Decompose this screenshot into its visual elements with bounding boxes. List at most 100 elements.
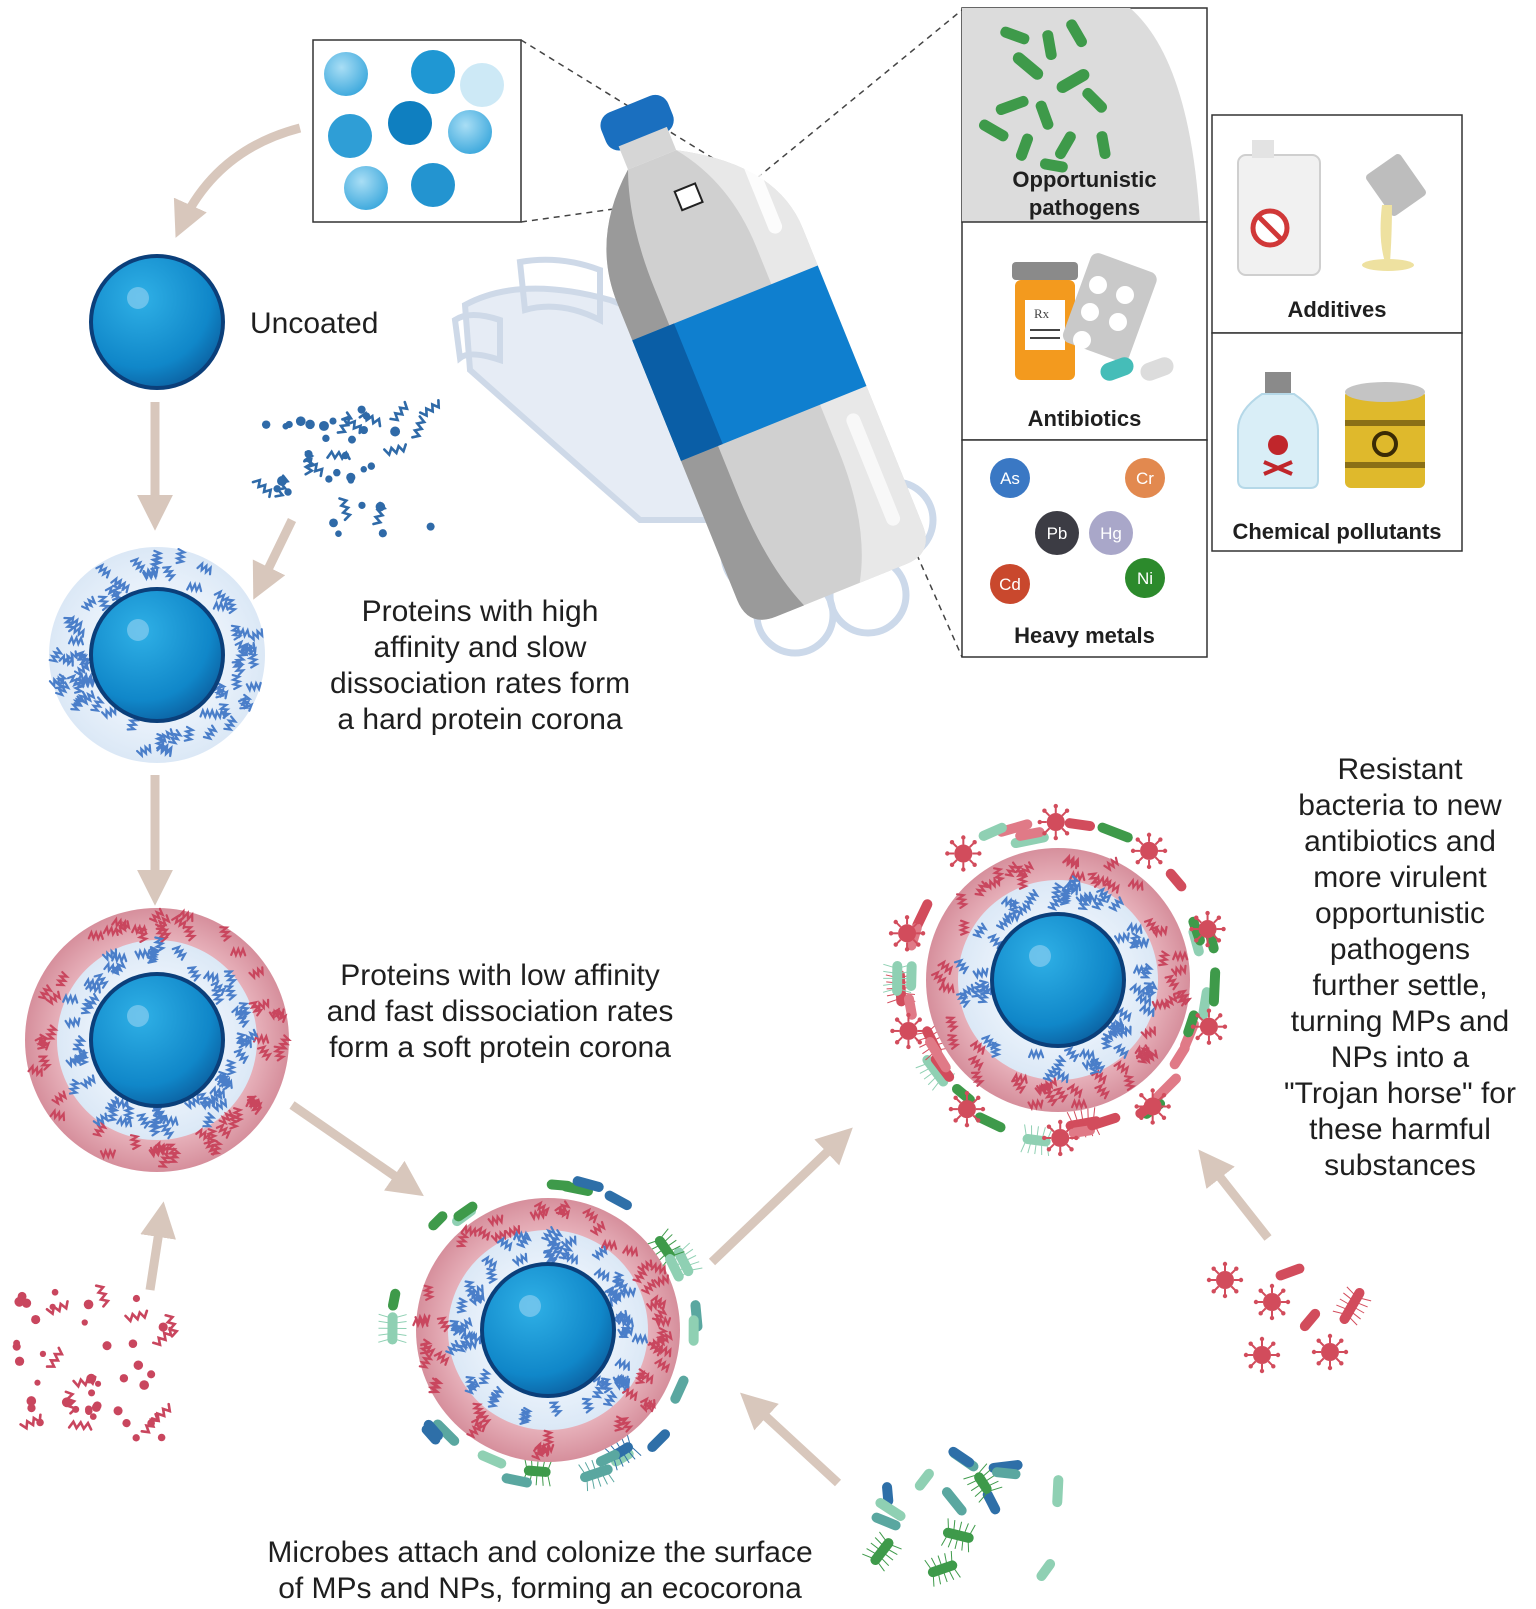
protein-dot [147,1370,156,1379]
protein-strand [111,951,128,964]
label-antibiotics: Antibiotics [1027,406,1142,431]
protein-strand [1129,982,1146,997]
protein-dot [139,1380,150,1390]
virus [957,1100,976,1119]
protein-strand [73,661,90,678]
protein-strand [223,985,238,1001]
protein-dot [128,1339,138,1348]
protein-strand [136,743,152,759]
protein-strand [202,724,219,741]
virus [1198,920,1217,939]
protein-strand [67,634,84,647]
protein-dot [367,462,376,470]
protein-strand [460,1223,477,1238]
protein-dot [358,501,366,509]
protein-strand [1133,936,1150,950]
arrow-proteins-to-hard [252,518,297,600]
protein-strand [1079,1047,1095,1061]
svg-text:Cr: Cr [1136,469,1154,488]
protein-strand [45,990,62,1006]
protein-strand [1137,1048,1153,1064]
bacterium [996,819,1033,837]
bacterium [903,993,917,1020]
bacterium [1064,818,1096,832]
protein-strand [99,1147,116,1160]
protein-strand [1052,1055,1067,1071]
protein-strand [146,947,160,964]
protein-strand [233,1048,250,1064]
protein-dot [285,420,293,429]
free-blue-proteins [251,399,441,538]
protein-strand [72,1035,87,1051]
label-chemical-pollutants: Chemical pollutants [1232,519,1442,544]
protein-strand [95,563,112,579]
protein-dot [390,426,401,437]
protein-strand [411,415,427,439]
protein-strand [972,922,988,939]
svg-text:Cd: Cd [999,575,1021,594]
pouring-can-icon [1362,154,1426,271]
protein-strand [151,549,164,566]
protein-strand [90,696,105,713]
protein-strand [433,1350,450,1366]
protein-strand [464,1378,481,1395]
protein-dot [426,522,435,531]
protein-strand [1034,1082,1051,1097]
protein-strand [955,893,969,909]
protein-strand [162,1114,179,1128]
protein-strand [987,933,1004,950]
protein-dot [295,416,306,427]
protein-strand [159,1123,175,1140]
hard-corona-particle [48,547,265,763]
protein-strand [1116,1025,1132,1039]
flow-arrows [137,123,1272,1487]
protein-strand [456,1317,473,1333]
protein-strand [1177,989,1193,1006]
bacterium [501,1473,532,1488]
protein-dot [34,1379,41,1386]
protein-strand [591,1245,608,1261]
protein-strand [543,1248,559,1265]
protein-strand [106,1105,120,1122]
virus [1253,1346,1271,1364]
protein-strand [81,595,97,612]
bacterium [647,1429,671,1453]
protein-strand [516,1232,532,1249]
protein-strand [73,690,89,707]
protein-strand [1059,887,1073,904]
metal-cd-icon: Cd [990,564,1030,604]
protein-strand [496,1236,513,1252]
protein-strand [1140,963,1154,979]
protein-strand [1113,1059,1130,1075]
protein-strand [637,1369,654,1385]
protein-strand [612,1271,625,1288]
protein-strand [953,958,970,975]
protein-strand [389,400,409,422]
bacterium [1188,916,1205,946]
protein-strand [422,1284,435,1301]
protein-strand [637,1259,654,1274]
virus [898,924,917,943]
metal-pb-icon: Pb [1035,511,1079,555]
protein-dot [119,1374,129,1383]
protein-strand [157,1152,172,1168]
protein-dot [51,1288,59,1296]
protein-strand [218,926,233,942]
protein-dot [89,1413,97,1420]
protein-strand [196,1092,212,1109]
protein-dot [158,1322,168,1332]
protein-strand [1126,921,1143,935]
bacterium [387,1288,401,1311]
protein-strand [114,578,130,594]
protein-strand [656,1343,672,1358]
protein-strand [242,1028,259,1045]
label-uncoated: Uncoated [250,307,379,340]
bacterium [1299,1308,1321,1332]
svg-text:As: As [1000,469,1020,488]
protein-strand [460,1329,477,1343]
bacterium [1169,1043,1190,1070]
protein-dot [21,1298,32,1308]
bacterium [1015,827,1045,841]
protein-strand [45,1300,69,1316]
